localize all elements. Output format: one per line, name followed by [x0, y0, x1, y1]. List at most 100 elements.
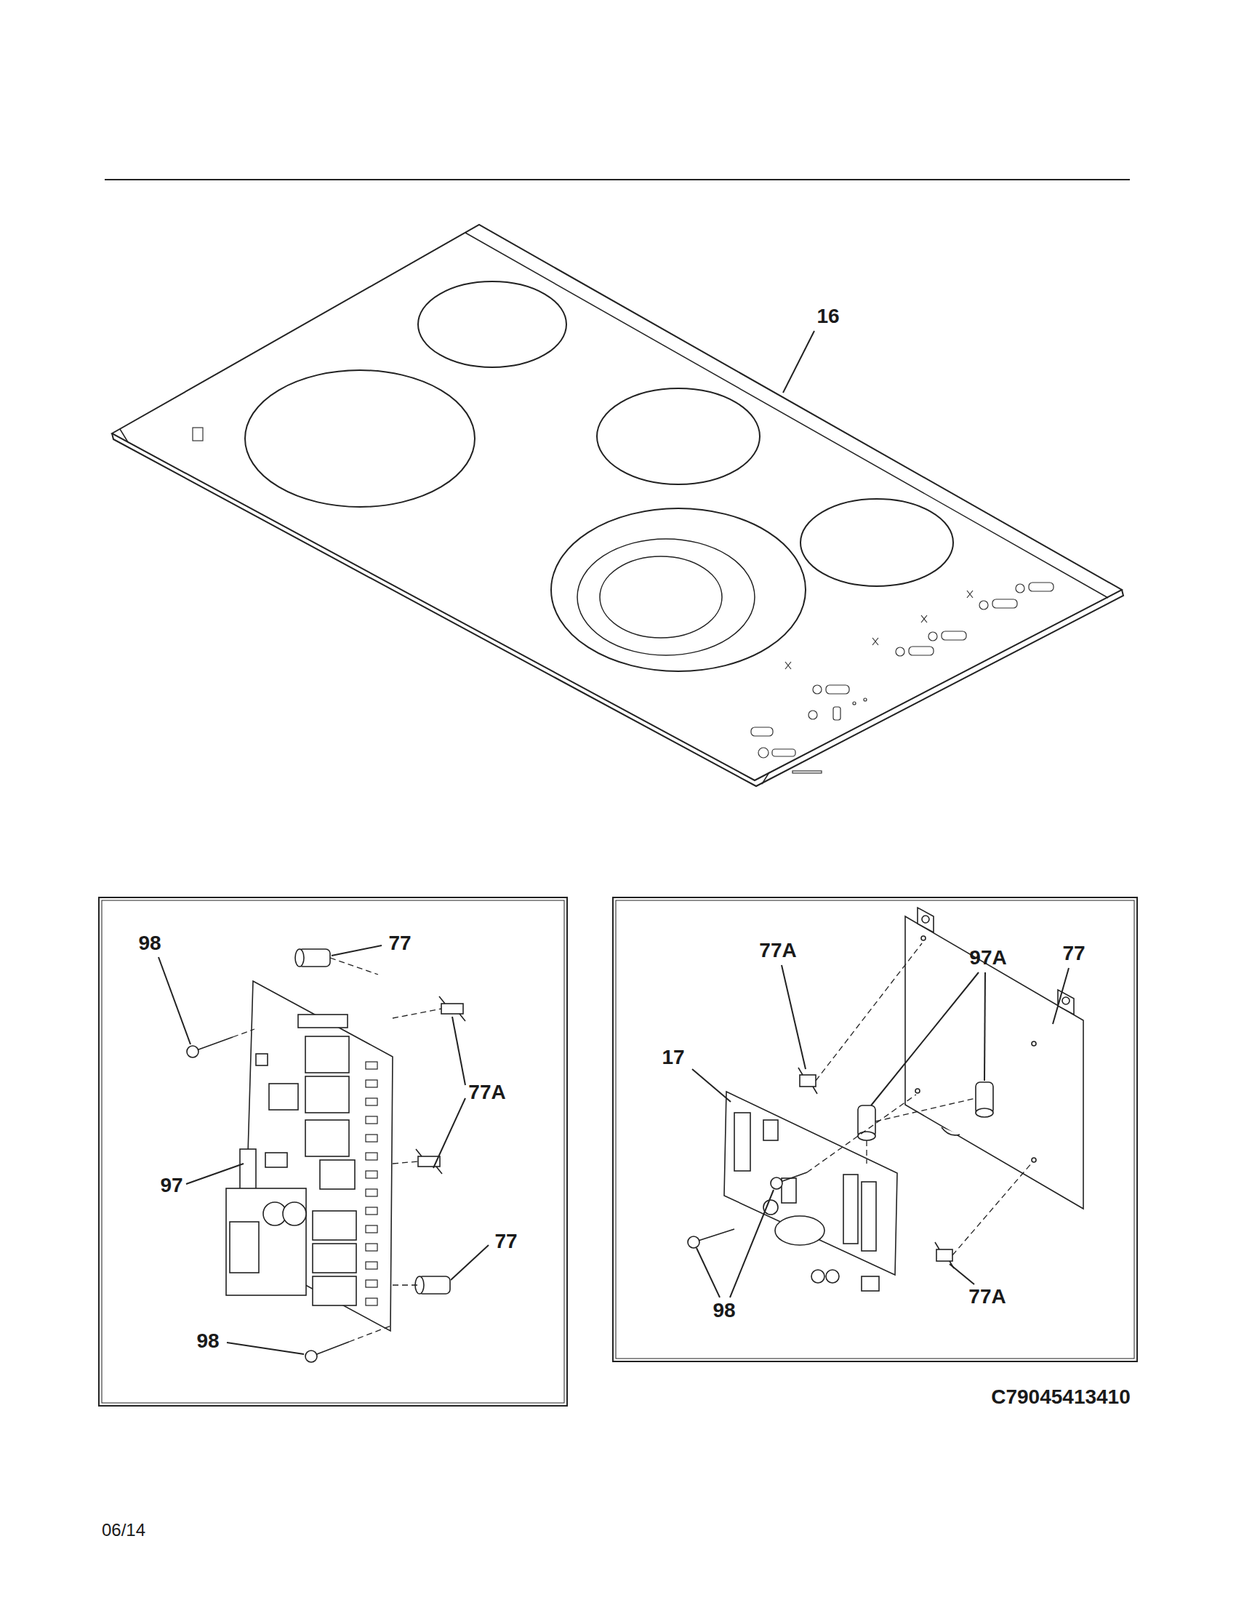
- touch-controls: [992, 599, 1018, 608]
- mounting-bracket: [1057, 989, 1074, 1015]
- touch-controls: [192, 427, 1054, 773]
- cooktop-glass: [761, 772, 770, 784]
- terminal-tab: [365, 1097, 378, 1106]
- mounting-bracket: [1031, 1041, 1037, 1046]
- callout-number: 98: [196, 1330, 219, 1351]
- touch-controls: [863, 697, 867, 701]
- leader-line: [158, 956, 191, 1045]
- control-board: [226, 1188, 307, 1295]
- mounting-bracket: [905, 907, 1084, 1209]
- control-board: [269, 1083, 299, 1110]
- standoff: [295, 948, 451, 1294]
- control-board: [282, 1201, 307, 1226]
- assembly-line: [392, 1283, 419, 1285]
- control-board: [229, 1221, 259, 1273]
- burner-zone: [245, 281, 954, 672]
- control-board: [312, 1210, 357, 1240]
- mounting-bracket: [1062, 996, 1070, 1005]
- control-board: [861, 1181, 877, 1251]
- inset-frame: [612, 897, 1138, 1362]
- leader-line: [450, 1244, 489, 1280]
- touch-controls: [1015, 583, 1025, 593]
- burner-zone: [551, 508, 806, 672]
- leader-line: [226, 1342, 304, 1354]
- callout-number: 17: [661, 1046, 685, 1068]
- screw: [687, 1236, 700, 1248]
- header-rule: [104, 178, 1130, 181]
- callout-number: 77A: [759, 940, 797, 961]
- callout-number: 97A: [969, 947, 1007, 968]
- assembly-line: [875, 1097, 976, 1122]
- terminal-tab: [365, 1225, 378, 1233]
- leader-line: [692, 964, 1069, 1298]
- standoff: [295, 948, 304, 967]
- callout-number: 77A: [468, 1081, 506, 1103]
- cooktop-glass: [465, 232, 1109, 598]
- spacer-clip: [936, 1249, 953, 1261]
- terminal-tab: [365, 1188, 378, 1197]
- callout-number: 77: [388, 932, 411, 954]
- inset-frame: [101, 900, 565, 1403]
- mounting-bracket: [941, 1126, 960, 1135]
- leader-line: [452, 1016, 466, 1085]
- leader-line: [871, 972, 979, 1106]
- cooktop-glass: [119, 428, 128, 443]
- leader-line: [783, 330, 815, 393]
- terminal-tab: [365, 1279, 378, 1287]
- leader-line: [158, 945, 489, 1354]
- terminal-tab: [365, 1152, 378, 1160]
- assembly-line: [952, 1161, 1033, 1255]
- assembly-line: [348, 1324, 393, 1342]
- control-board: [775, 1215, 825, 1245]
- control-board: [305, 1119, 349, 1157]
- leader-line: [984, 972, 986, 1081]
- control-board: [811, 1269, 825, 1283]
- burner-zone: [418, 281, 567, 368]
- standoff: [975, 1108, 994, 1117]
- touch-controls: [908, 646, 934, 656]
- control-board: [255, 1053, 268, 1066]
- touch-controls: [1028, 582, 1054, 592]
- touch-controls: [833, 706, 841, 720]
- assembly-line: [815, 942, 922, 1081]
- cooktop-glass: [111, 224, 1122, 781]
- terminal-tab: [365, 1116, 378, 1124]
- touch-controls: [192, 427, 203, 441]
- assembly-line: [807, 942, 1033, 1255]
- mounting-bracket: [921, 935, 926, 941]
- touch-controls: [758, 747, 769, 758]
- screw: [305, 1350, 317, 1362]
- terminal-tab: [365, 1297, 378, 1306]
- touch-controls: [792, 770, 822, 773]
- figure-code: C79045413410: [990, 1386, 1131, 1407]
- control-board: [781, 1177, 797, 1203]
- leader-line: [783, 330, 815, 393]
- touch-controls: [785, 590, 973, 669]
- control-board: [226, 980, 393, 1331]
- assembly-line: [807, 1094, 917, 1173]
- assembly-line: [232, 957, 442, 1342]
- spacer-clip: [415, 1148, 443, 1174]
- leader-line: [781, 964, 806, 1069]
- control-board: [843, 1174, 858, 1244]
- screw: [186, 1045, 199, 1058]
- assembly-line: [392, 1161, 419, 1164]
- inset-frame: [98, 897, 568, 1406]
- assembly-line: [392, 1008, 442, 1018]
- header-rule: [104, 178, 1130, 181]
- mounting-bracket: [917, 907, 934, 933]
- touch-controls: [895, 647, 905, 656]
- touch-controls: [825, 684, 850, 694]
- spacer-clip: [798, 1067, 818, 1094]
- callout-number: 77: [494, 1230, 517, 1252]
- control-board: [312, 1275, 357, 1306]
- control-board: [763, 1119, 778, 1141]
- spacer-clip: [441, 1003, 464, 1014]
- mounting-bracket: [915, 1088, 920, 1093]
- burner-zone: [599, 556, 722, 638]
- terminal-tab: [365, 1134, 378, 1142]
- date-code: 06/14: [101, 1521, 146, 1539]
- callout-number: 98: [138, 932, 161, 954]
- spacer-clip: [798, 1067, 954, 1268]
